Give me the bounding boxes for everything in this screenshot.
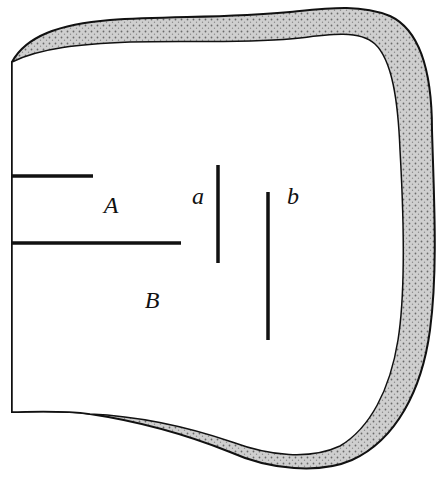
plate-surface	[12, 34, 404, 454]
plate-rim	[12, 8, 435, 468]
line-label: b	[287, 184, 299, 208]
cut-line	[12, 174, 93, 178]
cut-line	[216, 165, 220, 263]
line-label: a	[192, 184, 204, 208]
line-label: B	[145, 288, 160, 312]
cut-line	[266, 192, 270, 340]
line-label: A	[104, 193, 119, 217]
cut-line	[12, 241, 181, 245]
